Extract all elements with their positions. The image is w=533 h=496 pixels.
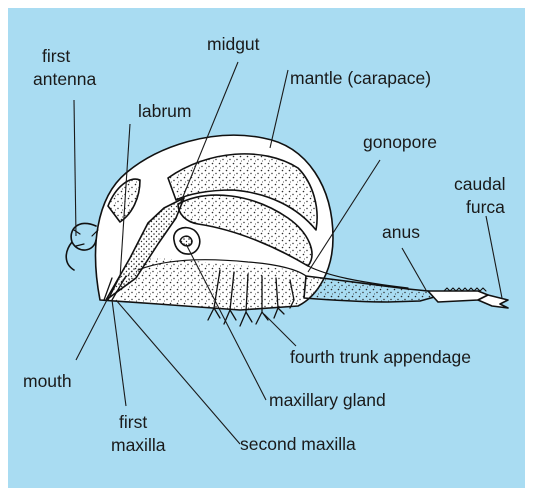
organism	[66, 135, 508, 326]
first-antenna-shape	[66, 223, 96, 270]
label-maxillary-gland: maxillary gland	[269, 390, 386, 410]
label-fourth-trunk-appendage: fourth trunk appendage	[290, 347, 471, 367]
label-mouth: mouth	[23, 371, 72, 391]
label-labrum: labrum	[138, 101, 192, 121]
label-first-antenna-line2: antenna	[33, 69, 97, 89]
label-caudal-furca-line1: caudal	[454, 174, 506, 194]
label-midgut: midgut	[207, 34, 260, 54]
label-second-maxilla: second maxilla	[240, 434, 356, 454]
caudal-furca-shape	[478, 295, 508, 308]
label-first-antenna-line1: first	[42, 46, 70, 66]
label-caudal-furca-line2: furca	[466, 197, 505, 217]
trunk	[304, 276, 438, 302]
ostracod-diagram: first antenna midgut labrum mantle (cara…	[8, 8, 525, 488]
label-first-maxilla-line1: first	[119, 412, 147, 432]
label-first-maxilla-line2: maxilla	[111, 435, 166, 455]
label-mantle: mantle (carapace)	[290, 68, 431, 88]
label-gonopore: gonopore	[363, 132, 437, 152]
label-anus: anus	[382, 222, 420, 242]
diagram-panel: first antenna midgut labrum mantle (cara…	[8, 8, 525, 488]
